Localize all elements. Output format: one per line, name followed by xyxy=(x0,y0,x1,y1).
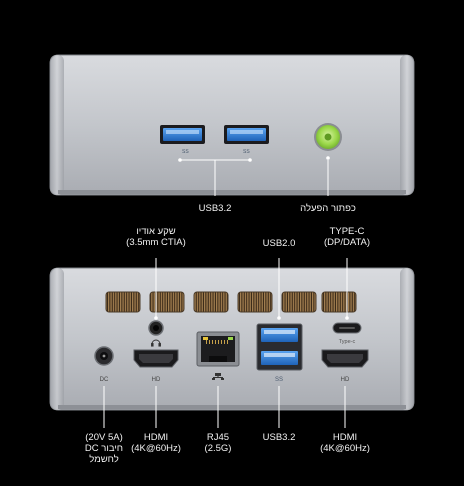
typec-label-line2: (DP/DATA) xyxy=(323,237,371,248)
back-usb-tag: SS xyxy=(275,377,283,383)
back-usb32-label: USB3.2 xyxy=(252,432,306,443)
front-usb-tag-2: SS xyxy=(243,149,250,155)
front-usb-dot-1 xyxy=(178,158,182,162)
power-button-marker xyxy=(326,156,330,160)
audio-label-line1: שקע אודיו xyxy=(136,226,176,237)
dc-port-tag: DC xyxy=(100,377,109,383)
dc-label-line2: חיבור DC xyxy=(84,443,124,454)
usb20-label: USB2.0 xyxy=(254,238,304,249)
front-usb32-text: USB3.2 xyxy=(198,203,232,214)
hdmi-left-tag: HD xyxy=(152,377,161,383)
network-icon xyxy=(212,373,224,380)
rj45-label-line1: RJ45 xyxy=(206,432,230,443)
audio-jack xyxy=(148,320,164,336)
front-usb-dot-2 xyxy=(248,158,252,162)
power-button-label: כפתור הפעלה xyxy=(290,203,366,214)
hdmi-left-label-line2: (4K@60Hz) xyxy=(131,443,181,454)
hdmi-port-right xyxy=(321,349,369,368)
vent-3 xyxy=(193,291,229,313)
typec-label: TYPE-C (DP/DATA) xyxy=(312,226,382,248)
rj45-label: RJ45 (2.5G) xyxy=(193,432,243,454)
typec-port xyxy=(332,322,362,334)
front-leader-lines xyxy=(180,159,329,196)
vent-5 xyxy=(281,291,317,313)
hdmi-left-label-line1: HDMI xyxy=(143,432,169,443)
audio-label-line2: (3.5mm CTIA) xyxy=(126,237,186,248)
dc-jack xyxy=(94,346,114,366)
rj45-port xyxy=(196,331,240,367)
rj45-label-line2: (2.5G) xyxy=(204,443,232,454)
front-usb-port-2 xyxy=(224,125,269,144)
dc-label-line1: (20V 5A) xyxy=(85,432,123,443)
front-usb-port-1 xyxy=(160,125,205,144)
front-usb-tag-1: SS xyxy=(182,149,189,155)
hdmi-port-left xyxy=(133,349,179,368)
vent-1 xyxy=(105,291,141,313)
back-usb32-text: USB3.2 xyxy=(262,432,296,443)
hdmi-left-label: HDMI (4K@60Hz) xyxy=(126,432,186,454)
back-usb-stack xyxy=(256,323,303,371)
power-button[interactable] xyxy=(314,123,342,151)
hdmi-right-label-line1: HDMI xyxy=(332,432,358,443)
dc-label-line3: לחשמל xyxy=(89,454,119,465)
headphone-icon xyxy=(151,339,161,347)
vent-6 xyxy=(321,291,357,313)
usb20-text: USB2.0 xyxy=(262,238,296,249)
power-button-text: כפתור הפעלה xyxy=(300,203,356,214)
hdmi-right-tag: HD xyxy=(341,377,350,383)
typec-port-tag: Type-c xyxy=(339,339,356,345)
vent-4 xyxy=(237,291,273,313)
dc-label: (20V 5A) חיבור DC לחשמל xyxy=(72,432,136,465)
typec-label-line1: TYPE-C xyxy=(329,226,365,237)
audio-label: שקע אודיו (3.5mm CTIA) xyxy=(116,226,196,248)
hdmi-right-label: HDMI (4K@60Hz) xyxy=(315,432,375,454)
front-usb32-label: USB3.2 xyxy=(185,203,245,214)
hdmi-right-label-line2: (4K@60Hz) xyxy=(320,443,370,454)
vent-2 xyxy=(149,291,185,313)
back-leader-dots xyxy=(154,316,349,320)
back-leader-lines xyxy=(103,258,348,428)
